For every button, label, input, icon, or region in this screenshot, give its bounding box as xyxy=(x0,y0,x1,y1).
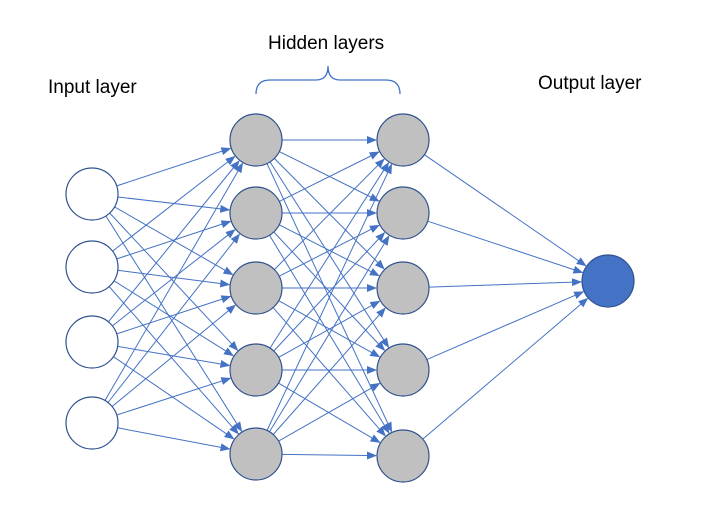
input-neuron-1 xyxy=(65,167,119,221)
neurons-group xyxy=(65,113,635,483)
connection-l1-4-to-2 xyxy=(107,233,241,403)
connection-l1-4-to-3 xyxy=(111,304,236,407)
connection-l1-2-to-2 xyxy=(116,220,232,260)
connection-l1-3-to-5 xyxy=(113,356,235,440)
hidden1-neuron-4 xyxy=(229,343,283,397)
connection-l1-3-to-3 xyxy=(116,295,232,335)
connection-l1-4-to-1 xyxy=(104,162,244,401)
hidden1-neuron-5 xyxy=(229,427,283,481)
hidden2-neuron-1 xyxy=(376,113,430,167)
connection-l2-5-to-1 xyxy=(266,163,393,431)
connections-group xyxy=(104,136,589,460)
connection-l2-5-to-5 xyxy=(281,451,377,460)
connection-l1-2-to-1 xyxy=(112,155,236,252)
connection-l3-1-to-1 xyxy=(424,154,587,267)
hidden1-neuron-1 xyxy=(229,113,283,167)
connection-l3-3-to-1 xyxy=(428,278,582,288)
connection-l2-4-to-1 xyxy=(269,161,390,349)
connection-l2-5-to-4 xyxy=(278,382,381,442)
input-neuron-2 xyxy=(65,240,119,294)
output-layer-label: Output layer xyxy=(538,73,642,94)
connection-l1-4-to-4 xyxy=(116,377,232,416)
input-neuron-3 xyxy=(65,315,119,369)
hidden-layers-brace xyxy=(255,65,401,95)
connection-l2-3-to-2 xyxy=(278,224,380,277)
input-layer-label: Input layer xyxy=(48,77,137,98)
connection-l2-5-to-2 xyxy=(269,235,390,433)
connection-l2-2-to-1 xyxy=(279,151,380,202)
input-neuron-4 xyxy=(65,396,119,450)
hidden1-neuron-2 xyxy=(229,186,283,240)
connection-l3-5-to-1 xyxy=(422,297,589,440)
output-neuron-1 xyxy=(581,254,635,308)
connection-l3-4-to-1 xyxy=(426,291,585,361)
connection-l2-1-to-3 xyxy=(273,158,385,270)
connection-l2-3-to-1 xyxy=(273,158,385,270)
hidden2-neuron-2 xyxy=(376,186,430,240)
connection-l1-4-to-5 xyxy=(117,427,231,452)
connection-l1-1-to-1 xyxy=(116,147,232,187)
connection-l1-3-to-1 xyxy=(108,160,240,323)
connection-l1-3-to-2 xyxy=(112,229,236,327)
connection-l2-5-to-3 xyxy=(272,307,386,435)
connection-l3-2-to-1 xyxy=(427,220,584,274)
hidden2-neuron-3 xyxy=(376,261,430,315)
hidden2-neuron-5 xyxy=(376,429,430,483)
connection-l2-4-to-2 xyxy=(273,231,386,352)
hidden-layers-label: Hidden layers xyxy=(268,33,384,54)
connection-l1-1-to-5 xyxy=(105,215,243,433)
hidden2-neuron-4 xyxy=(376,343,430,397)
hidden1-neuron-3 xyxy=(229,261,283,315)
connection-l2-4-to-3 xyxy=(278,300,381,358)
